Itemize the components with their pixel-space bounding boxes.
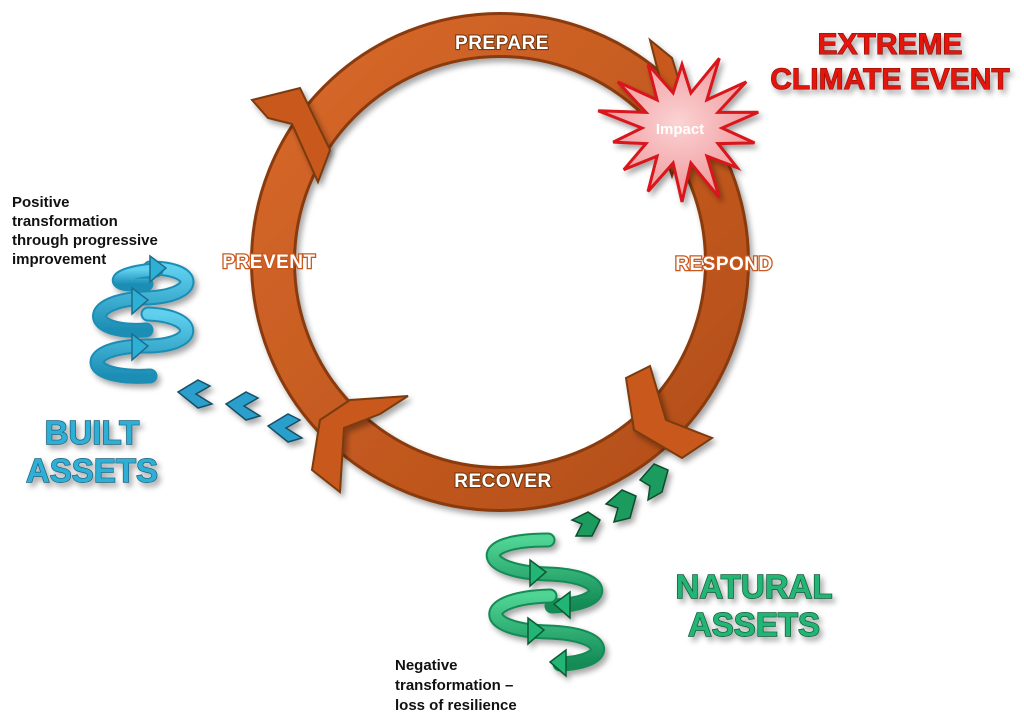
chevron-left-icon: [176, 379, 214, 409]
natural-assets-note: Negative transformation – loss of resili…: [395, 657, 517, 714]
natural-note-line-2: transformation –: [395, 677, 513, 694]
natural-title-line2: ASSETS: [688, 606, 820, 643]
built-note-line-3: through progressive: [12, 232, 158, 249]
chevron-down-left-icon: [604, 489, 637, 524]
natural-title-line1: NATURAL: [675, 568, 832, 605]
impact-star: Impact: [597, 57, 759, 203]
event-title-line2: CLIMATE EVENT: [770, 63, 1009, 96]
chevron-icon: [624, 364, 715, 460]
built-note-line-4: improvement: [12, 251, 106, 268]
stage-label-prevent: PREVENT: [222, 252, 315, 273]
built-assets-title: BUILT ASSETS: [25, 413, 158, 489]
chevron-icon: [310, 395, 409, 494]
event-title-line1: EXTREME: [817, 28, 962, 61]
chevron-left-icon: [266, 413, 304, 443]
built-note-line-1: Positive: [12, 194, 70, 211]
natural-flow-arrows: [570, 463, 669, 537]
chevron-down-left-icon: [570, 511, 601, 537]
built-spiral-icon: [89, 254, 195, 384]
natural-note-line-3: loss of resilience: [395, 697, 517, 714]
built-title-line1: BUILT: [45, 414, 140, 451]
natural-note-line-1: Negative: [395, 657, 458, 674]
chevron-icon: [250, 86, 332, 185]
built-title-line2: ASSETS: [26, 452, 158, 489]
stage-label-recover: RECOVER: [454, 471, 551, 492]
cycle-ring: [250, 12, 750, 512]
impact-label: Impact: [656, 121, 704, 138]
built-flow-arrows: [176, 379, 304, 443]
event-title: EXTREME CLIMATE EVENT: [770, 28, 1010, 97]
stage-label-respond: RESPOND: [675, 254, 772, 275]
built-assets-note: Positive transformation through progress…: [12, 194, 158, 268]
natural-spiral-icon: [485, 532, 605, 678]
built-note-line-2: transformation: [12, 213, 118, 230]
natural-assets-title: NATURAL ASSETS: [675, 567, 833, 643]
stage-label-prepare: PREPARE: [455, 33, 549, 54]
chevron-left-icon: [224, 391, 262, 421]
chevron-down-left-icon: [638, 463, 669, 502]
